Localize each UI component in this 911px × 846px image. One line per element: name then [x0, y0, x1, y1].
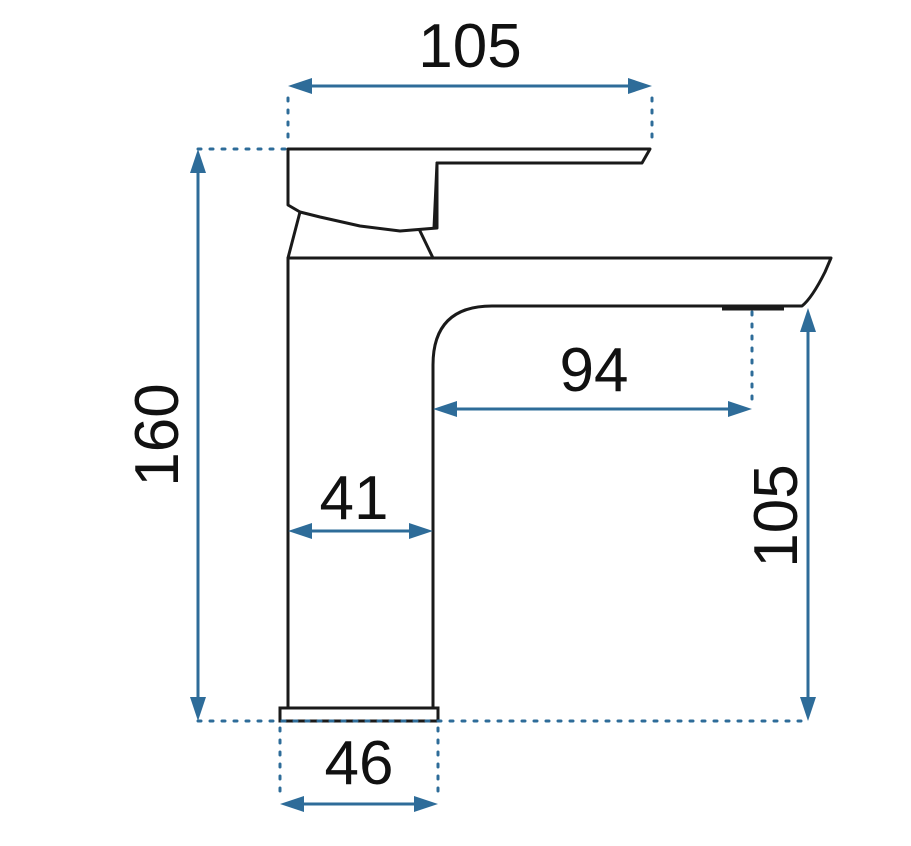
faucet-outline: [278, 147, 833, 723]
label-body-width: 41: [320, 464, 389, 533]
dim-total-height: [190, 149, 206, 721]
label-base-width: 46: [325, 729, 394, 798]
label-spout-height: 105: [742, 464, 811, 567]
label-handle-width: 105: [418, 12, 521, 81]
extension-lines: [196, 96, 810, 802]
body-and-spout: [286, 256, 833, 710]
label-spout-reach: 94: [560, 336, 629, 405]
dimension-lines: [190, 78, 816, 812]
dim-body-width: [288, 523, 433, 539]
dimension-labels: 105 160 94 41 105 46: [123, 12, 811, 798]
lever-handle: [286, 147, 652, 233]
base-plate: [278, 706, 440, 723]
dim-spout-height: [800, 308, 816, 721]
dim-handle-width: [288, 78, 652, 94]
label-total-height: 160: [123, 383, 192, 486]
handle-neck: [286, 210, 435, 260]
handle-step-line: [432, 161, 439, 230]
dim-spout-reach: [433, 401, 752, 417]
dim-base-width: [280, 796, 438, 812]
